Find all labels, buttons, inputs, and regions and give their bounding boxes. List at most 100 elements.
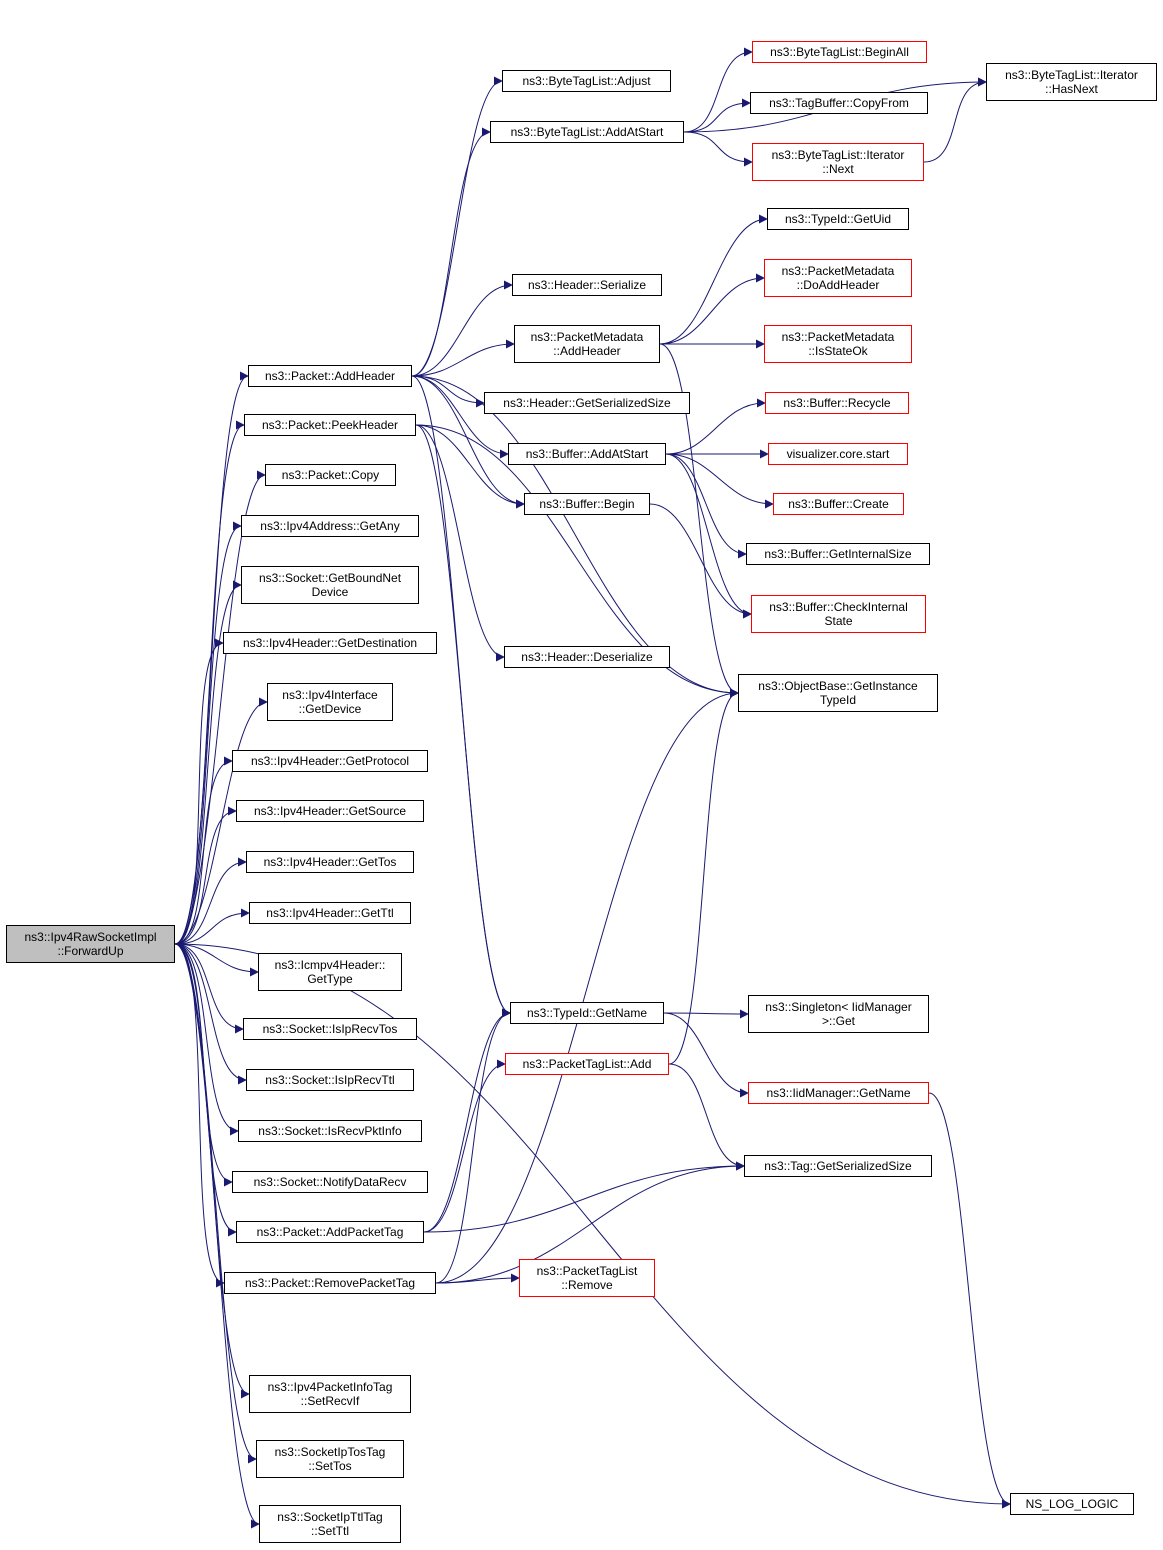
node-btl-adjust[interactable]: ns3::ByteTagList::Adjust — [502, 70, 671, 92]
node-label: ns3::Ipv4Header::GetTtl — [266, 906, 394, 920]
edge-pkt-removepackettag-to-objbase-getinstancetypeid — [435, 688, 739, 1284]
node-sock-notifydatarecv[interactable]: ns3::Socket::NotifyDataRecv — [232, 1171, 428, 1193]
edge-root-to-sock-isiprecvttl — [174, 943, 247, 1085]
node-label: ns3::Ipv4Header::GetDestination — [242, 636, 418, 650]
node-pkt-peekheader[interactable]: ns3::Packet::PeekHeader — [244, 414, 416, 436]
node-sock-isrecvpktinfo[interactable]: ns3::Socket::IsRecvPktInfo — [238, 1120, 422, 1142]
node-buf-begin[interactable]: ns3::Buffer::Begin — [524, 493, 650, 515]
node-pkt-addheader[interactable]: ns3::Packet::AddHeader — [248, 365, 412, 387]
edge-pkt-peekheader-to-objbase-getinstancetypeid — [415, 424, 739, 698]
node-sockipttltag-setttl[interactable]: ns3::SocketIpTtlTag::SetTtl — [259, 1505, 401, 1543]
node-label: ns3::Ipv4Address::GetAny — [260, 519, 400, 533]
node-pkttaglist-remove[interactable]: ns3::PacketTagList::Remove — [519, 1259, 655, 1297]
edge-btl-iter-next-to-btl-iter-hasnext — [923, 77, 987, 163]
node-tagbuf-copyfrom[interactable]: ns3::TagBuffer::CopyFrom — [750, 92, 928, 114]
edge-root-to-sock-isiprecvtos — [174, 943, 244, 1034]
edge-root-to-pkt-peekheader — [174, 420, 245, 945]
node-hdr-getserializedsize[interactable]: ns3::Header::GetSerializedSize — [484, 392, 690, 414]
edge-pkt-addpackettag-to-tag-getserializedsize — [423, 1161, 745, 1233]
node-pkttaglist-add[interactable]: ns3::PacketTagList::Add — [505, 1053, 669, 1075]
node-ipv4hdr-getttl[interactable]: ns3::Ipv4Header::GetTtl — [249, 902, 411, 924]
node-label: ns3::Buffer::AddAtStart — [525, 447, 649, 461]
node-ipv4hdr-getprotocol[interactable]: ns3::Ipv4Header::GetProtocol — [232, 750, 428, 772]
edge-pkt-removepackettag-to-pkttaglist-remove — [435, 1273, 520, 1284]
node-ipv4hdr-gettos[interactable]: ns3::Ipv4Header::GetTos — [246, 851, 414, 873]
node-label: ns3::Socket::IsIpRecvTos — [262, 1022, 398, 1036]
edge-typeid-getname-to-iidmgr-getname — [663, 1012, 749, 1098]
node-label: ns3::Ipv4Header::GetSource — [253, 804, 407, 818]
node-tag-getserializedsize[interactable]: ns3::Tag::GetSerializedSize — [744, 1155, 932, 1177]
node-singleton-get[interactable]: ns3::Singleton< IidManager>::Get — [748, 995, 929, 1033]
node-buf-recycle[interactable]: ns3::Buffer::Recycle — [765, 392, 909, 414]
node-label: ns3::TypeId::GetUid — [784, 212, 892, 226]
node-icmpv4hdr-gettype[interactable]: ns3::Icmpv4Header::GetType — [258, 953, 402, 991]
node-viz-core-start[interactable]: visualizer.core.start — [768, 443, 908, 465]
edge-pkt-removepackettag-to-typeid-getname — [435, 1008, 511, 1284]
node-label: ns3::ByteTagList::Adjust — [522, 74, 651, 88]
edge-pkt-addheader-to-buf-addatstart — [411, 375, 509, 459]
node-iidmgr-getname[interactable]: ns3::IidManager::GetName — [748, 1082, 929, 1104]
node-label: ns3::ByteTagList::BeginAll — [770, 45, 909, 59]
node-ipv4pktinfotag-setrecvif[interactable]: ns3::Ipv4PacketInfoTag::SetRecvIf — [249, 1375, 411, 1413]
node-ipv4addr-getany[interactable]: ns3::Ipv4Address::GetAny — [241, 515, 419, 537]
node-root: ns3::Ipv4RawSocketImpl::ForwardUp — [6, 925, 175, 963]
node-label: ns3::Socket::IsIpRecvTtl — [265, 1073, 395, 1087]
node-typeid-getuid[interactable]: ns3::TypeId::GetUid — [767, 208, 909, 230]
node-label: TypeId — [819, 693, 857, 707]
node-label: ns3::SocketIpTtlTag — [277, 1510, 383, 1524]
node-label: ns3::Buffer::CheckInternal — [769, 600, 908, 614]
node-ipv4hdr-getdestination[interactable]: ns3::Ipv4Header::GetDestination — [223, 632, 437, 654]
node-btl-beginall[interactable]: ns3::ByteTagList::BeginAll — [752, 41, 927, 63]
node-label: ns3::Ipv4Interface — [282, 688, 378, 702]
edge-typeid-getname-to-singleton-get — [663, 1009, 749, 1019]
edge-pkt-addpackettag-to-typeid-getname — [423, 1008, 511, 1233]
node-hdr-deserialize[interactable]: ns3::Header::Deserialize — [504, 646, 670, 668]
node-label: ns3::Socket::IsRecvPktInfo — [258, 1124, 402, 1138]
node-label: Device — [311, 585, 349, 599]
node-pktmeta-doaddheader[interactable]: ns3::PacketMetadata::DoAddHeader — [764, 259, 912, 297]
node-label: ::Remove — [561, 1278, 613, 1292]
edge-pkt-addheader-to-hdr-serialize — [411, 280, 513, 377]
node-label: ns3::Buffer::GetInternalSize — [764, 547, 912, 561]
node-pkt-copy[interactable]: ns3::Packet::Copy — [265, 464, 396, 486]
node-label: ::GetDevice — [298, 702, 362, 716]
node-buf-getinternalsize[interactable]: ns3::Buffer::GetInternalSize — [746, 543, 930, 565]
node-pktmeta-addheader[interactable]: ns3::PacketMetadata::AddHeader — [514, 325, 660, 363]
edge-pkt-addpackettag-to-pkttaglist-add — [423, 1059, 506, 1233]
node-buf-create[interactable]: ns3::Buffer::Create — [773, 493, 904, 515]
node-ns-log-logic[interactable]: NS_LOG_LOGIC — [1010, 1493, 1134, 1515]
node-label: ::ForwardUp — [57, 944, 124, 958]
node-hdr-serialize[interactable]: ns3::Header::Serialize — [512, 274, 662, 296]
node-label: ns3::ObjectBase::GetInstance — [758, 679, 918, 693]
node-pktmeta-isstateok[interactable]: ns3::PacketMetadata::IsStateOk — [764, 325, 912, 363]
node-pkt-addpackettag[interactable]: ns3::Packet::AddPacketTag — [236, 1221, 424, 1243]
node-typeid-getname[interactable]: ns3::TypeId::GetName — [510, 1002, 664, 1024]
edge-root-to-ipv4hdr-getsource — [174, 806, 237, 945]
edge-root-to-sockipttltag-setttl — [174, 943, 260, 1529]
node-btl-addatstart[interactable]: ns3::ByteTagList::AddAtStart — [490, 121, 684, 143]
node-btl-iter-hasnext[interactable]: ns3::ByteTagList::Iterator::HasNext — [986, 63, 1157, 101]
node-label: ns3::PacketMetadata — [530, 330, 644, 344]
edge-btl-addatstart-to-tagbuf-copyfrom — [683, 98, 751, 133]
node-sock-isiprecvttl[interactable]: ns3::Socket::IsIpRecvTtl — [246, 1069, 414, 1091]
edge-pkt-peekheader-to-hdr-deserialize — [415, 424, 505, 662]
node-ipv4hdr-getsource[interactable]: ns3::Ipv4Header::GetSource — [236, 800, 424, 822]
node-pkt-removepackettag[interactable]: ns3::Packet::RemovePacketTag — [224, 1272, 436, 1294]
edge-root-to-sockiptostag-settos — [174, 943, 257, 1464]
node-sock-isiprecvtos[interactable]: ns3::Socket::IsIpRecvTos — [243, 1018, 417, 1040]
node-buf-addatstart[interactable]: ns3::Buffer::AddAtStart — [508, 443, 666, 465]
edge-root-to-sock-isrecvpktinfo — [174, 943, 239, 1136]
node-sockiptostag-settos[interactable]: ns3::SocketIpTosTag::SetTos — [256, 1440, 404, 1478]
edge-pktmeta-addheader-to-typeid-getuid — [659, 214, 768, 345]
node-label: ns3::Packet::Copy — [281, 468, 380, 482]
edge-pkt-peekheader-to-buf-begin — [415, 424, 525, 509]
node-label: ns3::Icmpv4Header:: — [274, 958, 386, 972]
edge-root-to-ipv4hdr-gettos — [174, 857, 247, 945]
node-label: ns3::ByteTagList::Iterator — [771, 148, 905, 162]
node-ipv4if-getdevice[interactable]: ns3::Ipv4Interface::GetDevice — [267, 683, 393, 721]
node-btl-iter-next[interactable]: ns3::ByteTagList::Iterator::Next — [752, 143, 924, 181]
